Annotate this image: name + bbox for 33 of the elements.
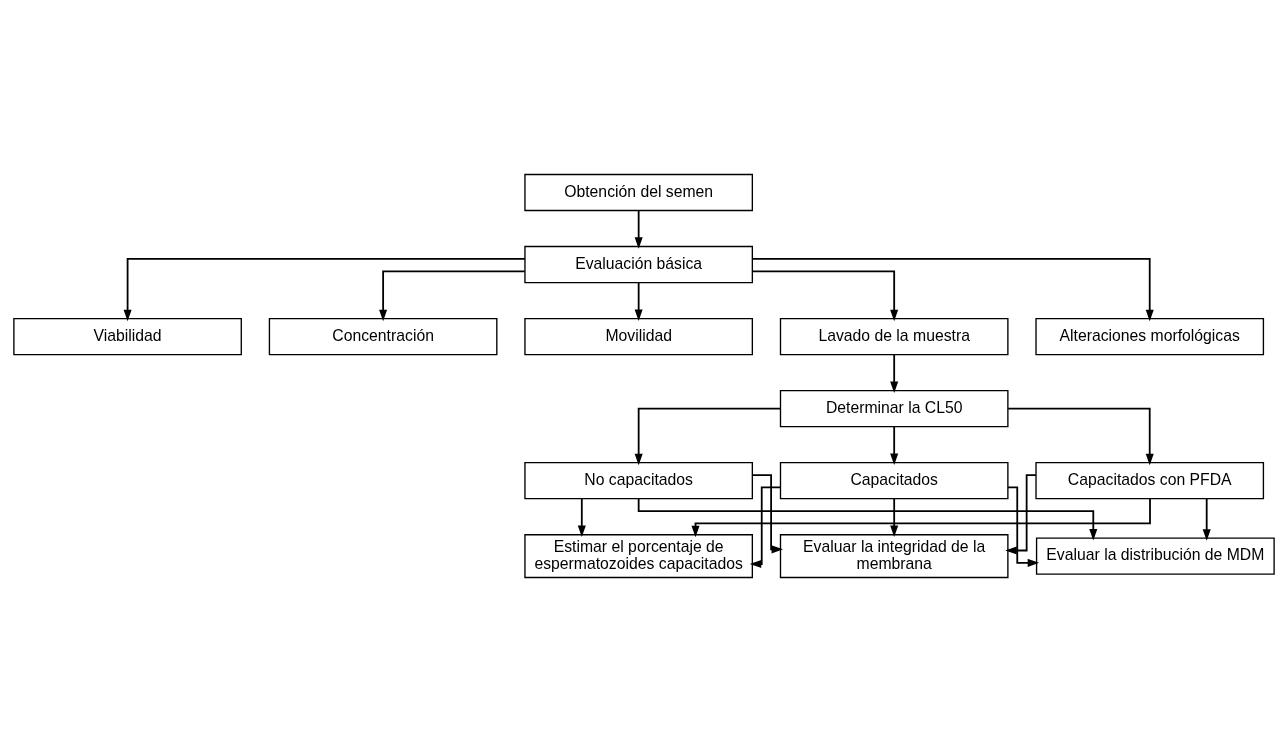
arrow	[751, 473, 784, 553]
arrow	[890, 497, 899, 537]
arrow	[1007, 407, 1154, 465]
arrow	[634, 281, 643, 321]
node-box: Capacitados con PFDA	[1035, 461, 1265, 499]
arrow	[890, 353, 899, 393]
node-box: Estimar el porcentaje de espermatozoides capacitados	[524, 533, 754, 578]
arrow	[691, 497, 1151, 537]
node-box: Evaluación básica	[524, 245, 754, 283]
arrow	[634, 407, 782, 465]
arrow	[637, 497, 1098, 540]
arrow	[1007, 486, 1040, 567]
arrow	[379, 269, 526, 321]
arrow	[634, 209, 643, 249]
node-box: Concentración	[268, 317, 498, 355]
node-box: Lavado de la muestra	[779, 317, 1009, 355]
arrow	[890, 425, 899, 465]
node-box: No capacitados	[524, 461, 754, 499]
node-box: Obtención del semen	[524, 173, 754, 211]
node-box: Movilidad	[524, 317, 754, 355]
arrow	[749, 486, 782, 568]
node-box: Evaluar la distribución de MDM	[1035, 536, 1275, 575]
arrow	[1202, 497, 1211, 541]
arrow	[751, 269, 899, 321]
arrow	[577, 497, 586, 537]
node-box: Determinar la CL50	[779, 389, 1009, 427]
node-box: Alteraciones morfológicas	[1035, 317, 1265, 355]
arrow	[123, 257, 526, 321]
arrow	[1005, 473, 1037, 554]
node-box: Capacitados	[779, 461, 1009, 499]
node-box: Evaluar la integridad de la membrana	[779, 533, 1009, 578]
node-box: Viabilidad	[13, 317, 242, 355]
arrow	[751, 257, 1154, 321]
